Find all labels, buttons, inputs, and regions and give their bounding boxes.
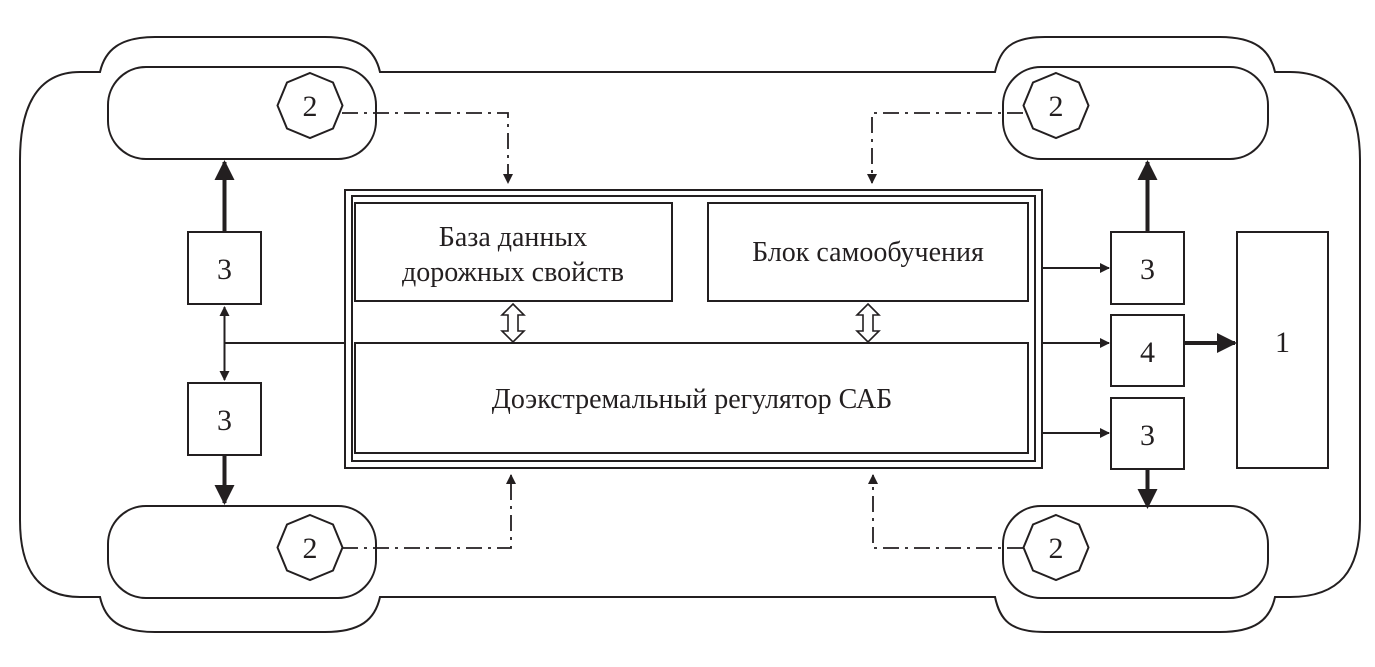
database-label-line2: дорожных свойств — [402, 257, 624, 288]
unit-1-block — [1236, 231, 1329, 469]
database-block — [354, 202, 673, 302]
selflearning-label: Блок самообучения — [752, 237, 984, 268]
sensor-octagon-rear-left — [276, 513, 344, 582]
actuator-label-right-upper: 3 — [1140, 253, 1155, 286]
sensor-label-front-left: 2 — [303, 90, 318, 123]
actuator-label-left-upper: 3 — [217, 253, 232, 286]
controller-outer-frame — [344, 189, 1043, 469]
sensor-signal-lines — [342, 112, 1023, 549]
vehicle-body-outline — [19, 36, 1361, 633]
signal-line-front-right — [867, 112, 1023, 184]
signal-line-rear-right — [868, 474, 1023, 549]
sensor-label-front-right: 2 — [1049, 90, 1064, 123]
sensor-octagon-front-left — [276, 71, 344, 140]
unit-1-label: 1 — [1275, 326, 1290, 359]
actuator-left-lower — [187, 382, 262, 456]
sensor-label-rear-right: 2 — [1049, 532, 1064, 565]
actuator-label-left-lower: 3 — [217, 404, 232, 437]
controller-inner-frame — [351, 195, 1036, 462]
regulator-block — [354, 342, 1029, 454]
regulator-label: Доэкстремальный регулятор САБ — [492, 384, 893, 415]
actuator-right-upper — [1110, 231, 1185, 305]
double-arrow-selflearning-regulator — [855, 302, 881, 344]
double-arrow-database-regulator — [500, 302, 526, 344]
actuator-label-right-lower: 3 — [1140, 419, 1155, 452]
selflearning-block — [707, 202, 1029, 302]
sensor-label-rear-left: 2 — [303, 532, 318, 565]
database-label-line1: База данных — [439, 222, 587, 253]
actuator-left-upper — [187, 231, 262, 305]
sensor-octagon-front-right — [1022, 71, 1090, 140]
signal-line-rear-left — [342, 474, 516, 549]
unit-4-label: 4 — [1140, 336, 1155, 369]
unit-4-block — [1110, 314, 1185, 387]
signal-line-front-left — [342, 112, 513, 184]
actuator-right-lower — [1110, 397, 1185, 470]
sensor-octagon-rear-right — [1022, 513, 1090, 582]
